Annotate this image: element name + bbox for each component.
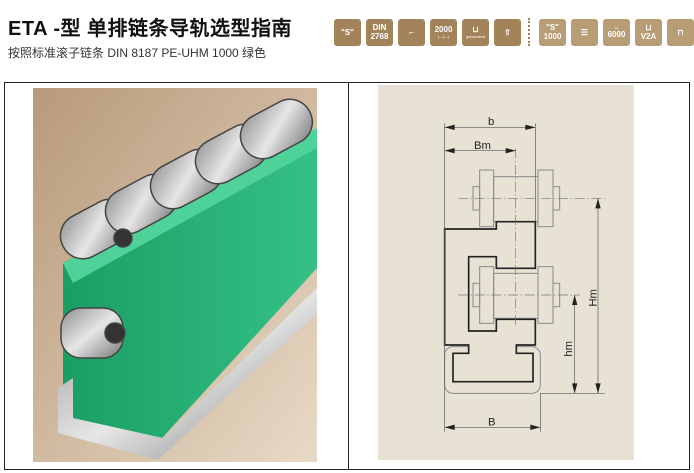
icon-label: 2768 [370,32,389,41]
dim-b-label: b [488,116,494,128]
product-photo [33,88,317,462]
divider [528,18,532,46]
corner-profile-icon: ⌐ [398,18,425,46]
content-frame [4,82,690,470]
steel-channel [58,288,317,460]
profile-end-icon: ⊓ [667,18,694,46]
s-profile-icon: "S" [334,18,361,46]
dim-B-label: B [488,417,496,429]
dim-bm-label: Bm [474,140,491,152]
icon-label: 2000 [434,25,453,34]
guide-profile [443,220,537,383]
icon-label: 1000 [543,32,562,41]
page-subtitle: 按照标准滚子链条 DIN 8187 PE-UHM 1000 绿色 [8,46,267,60]
divider [348,82,349,470]
galvanized-channel-icon: ⊔galvanized [462,18,489,46]
icon-label: galvanized [465,34,486,39]
icon-label: V2A [640,32,657,41]
dimension-lines [444,123,605,432]
profile-drawing: b Bm B hm Hm [443,116,605,432]
length-2000-icon: 2000|—|—| [430,18,457,46]
s-1000-icon: "S"1000 [539,18,566,46]
icon-label: DIN [372,23,387,32]
dimension-diagram: b Bm B hm Hm [378,85,634,460]
dim-hm-label: hm [563,341,575,357]
strip-icon: ☰ [571,18,598,46]
center-lines [458,148,605,325]
roller-chain [59,98,314,359]
mounting-icon: ⇧ [494,18,521,46]
page-title: ETA -型 单排链条导轨选型指南 [8,18,293,40]
icon-label: "S" [546,23,559,32]
dim-Hm-label: Hm [587,289,599,307]
length-6000-icon: ⊔6000 [603,18,630,46]
green-guide-block [63,128,317,448]
icon-label: 6000 [607,30,626,39]
icon-label: "S" [341,27,354,37]
v2a-channel-icon: ⊔V2A [635,18,662,46]
arrowheads [444,124,601,430]
